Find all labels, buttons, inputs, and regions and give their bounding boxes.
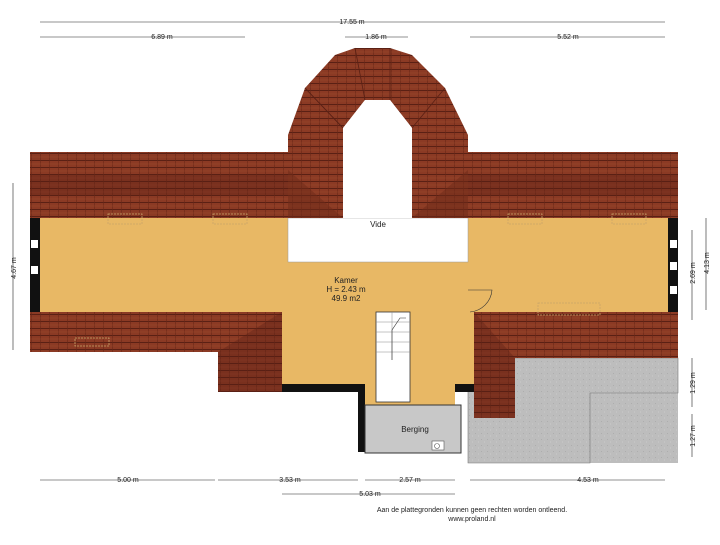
dim-bottom-c: 2.57 m xyxy=(399,477,421,484)
dim-right-lower-b: 1.27 m xyxy=(690,425,697,447)
toilet-icon xyxy=(431,440,445,451)
dim-top-right: 5.52 m xyxy=(557,34,579,41)
roof-right-upper xyxy=(468,152,678,218)
dim-left-side: 4.67 m xyxy=(11,257,18,279)
door-swing xyxy=(468,289,493,313)
label-berging: Berging xyxy=(401,425,429,434)
skylight xyxy=(611,213,647,225)
label-kamer-area: 49.9 m2 xyxy=(332,294,361,303)
skylight xyxy=(507,213,543,225)
staircase xyxy=(375,311,411,403)
label-kamer-name: Kamer xyxy=(334,276,358,285)
dim-top-middle: 1.86 m xyxy=(365,34,387,41)
footer-disclaimer: Aan de plattegronden kunnen geen rechten… xyxy=(377,507,567,514)
dim-right-total: 4.13 m xyxy=(704,252,711,274)
skylight xyxy=(212,213,248,225)
dimension-lines xyxy=(12,21,707,495)
roof-right-lower xyxy=(474,312,678,418)
skylight xyxy=(107,213,143,225)
roof-left-upper xyxy=(30,152,288,218)
skylight xyxy=(74,337,110,347)
vide-area xyxy=(287,217,469,263)
room-berging xyxy=(364,404,462,454)
floor-kamer xyxy=(40,218,474,405)
footer-website: www.proland.nl xyxy=(447,516,496,523)
roof-left-lower xyxy=(30,312,282,392)
label-kamer-height: H = 2.43 m xyxy=(326,285,366,294)
roof-left-upper-shade xyxy=(30,175,288,195)
floor-right-wing xyxy=(468,218,668,312)
dim-bottom-span: 5.03 m xyxy=(359,491,381,498)
wall-bottom xyxy=(282,384,365,452)
roof-right-upper-shade xyxy=(468,175,678,195)
wall-left xyxy=(30,218,40,312)
dim-bottom-a: 5.00 m xyxy=(117,477,139,484)
label-vide: Vide xyxy=(370,220,386,229)
roof-dormer xyxy=(288,48,468,218)
dim-top-total: 17.55 m xyxy=(339,19,364,26)
dim-right-upper: 2.69 m xyxy=(690,262,697,284)
dim-right-lower-a: 1.29 m xyxy=(690,372,697,394)
dim-top-left: 6.89 m xyxy=(151,34,173,41)
dim-bottom-d: 4.53 m xyxy=(577,477,599,484)
dim-bottom-b: 3.53 m xyxy=(279,477,301,484)
skylight xyxy=(537,302,601,316)
